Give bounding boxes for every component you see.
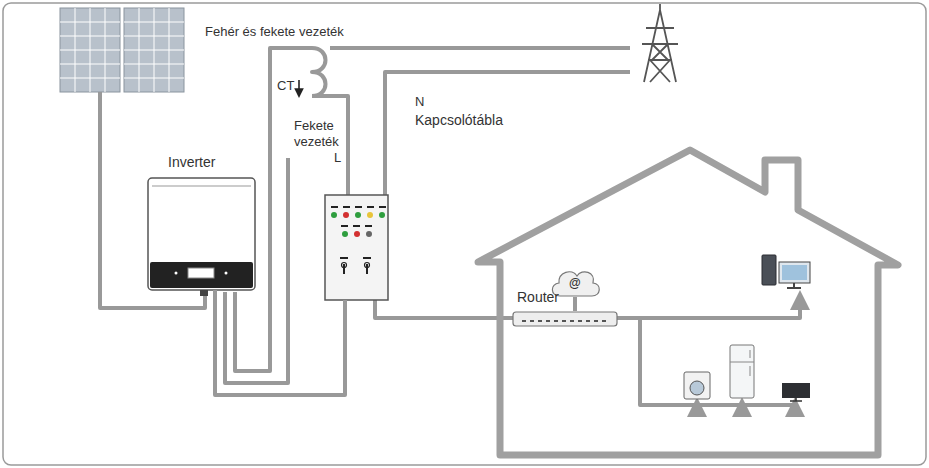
wire (312, 48, 326, 96)
wire-label: Fekete vezeték (294, 118, 348, 150)
computer-icon (779, 262, 810, 283)
appliance-icons (684, 372, 710, 399)
wire (740, 401, 744, 405)
appliance-icons (730, 350, 754, 376)
switchboard-body (340, 257, 371, 259)
switchboard-body (365, 263, 370, 268)
switchboard-body (331, 212, 337, 218)
appliance-icons (730, 345, 754, 398)
router-icon (513, 272, 617, 326)
inverter-box: Inverter (148, 178, 255, 290)
switchboard-body (331, 207, 386, 226)
node-label: Inverter (168, 154, 215, 171)
wire (573, 297, 577, 311)
inverter-body (150, 262, 253, 288)
switchboard-body (343, 212, 349, 218)
frame (3, 3, 926, 465)
inverter-body (188, 268, 214, 278)
wire (100, 48, 800, 405)
computer-icon (787, 283, 801, 288)
inverter-body (152, 186, 251, 187)
line-label: N (415, 94, 424, 110)
inverter-body (200, 290, 208, 296)
switchboard-body (367, 212, 373, 218)
switchboard-body (354, 231, 360, 237)
computer-icon (762, 255, 810, 288)
appliance-icons (690, 381, 704, 395)
power-pylon (642, 4, 678, 82)
appliance-icons (782, 383, 810, 398)
node-label: Router (517, 289, 559, 306)
switchboard-body (355, 212, 361, 218)
computer-icon (762, 255, 776, 285)
wire (385, 72, 630, 195)
wire-connector (215, 290, 345, 395)
switchboard-body (344, 264, 367, 274)
frame (3, 3, 926, 465)
node-label: Kapcsolótábla (415, 112, 503, 129)
wire-label: Fehér és fekete vezeték (205, 24, 344, 40)
switchboard-box: Kapcsolótábla (325, 195, 388, 300)
switchboard-body (366, 231, 372, 237)
house-outline (478, 150, 898, 455)
router-box: Router (513, 312, 617, 326)
switchboard-body (325, 195, 388, 300)
wire (330, 46, 630, 50)
computer-icon (782, 265, 807, 280)
router-icon (522, 320, 606, 322)
inverter-body (148, 178, 255, 296)
switchboard-body (379, 212, 385, 218)
ct-arrow (299, 80, 300, 96)
house-outline (478, 150, 898, 455)
wire (640, 318, 795, 405)
router-icon (552, 272, 599, 296)
power-pylon (642, 4, 678, 82)
appliance-icons (684, 345, 810, 401)
solar-panel (60, 8, 184, 92)
line-label: L (334, 150, 341, 166)
inverter-body (148, 178, 255, 290)
appliance-icons (790, 398, 802, 401)
solar-panel (60, 8, 184, 92)
inverter-body (175, 272, 178, 275)
cloud-symbol: @ (569, 275, 581, 291)
ct-arrow (298, 80, 300, 96)
switchboard-body (342, 231, 348, 237)
wire (695, 401, 699, 405)
router-icon (513, 312, 617, 326)
ct-label: CT (277, 78, 294, 94)
switchboard-body (325, 195, 388, 300)
switchboard-body (342, 263, 347, 268)
inverter-body (225, 272, 228, 275)
